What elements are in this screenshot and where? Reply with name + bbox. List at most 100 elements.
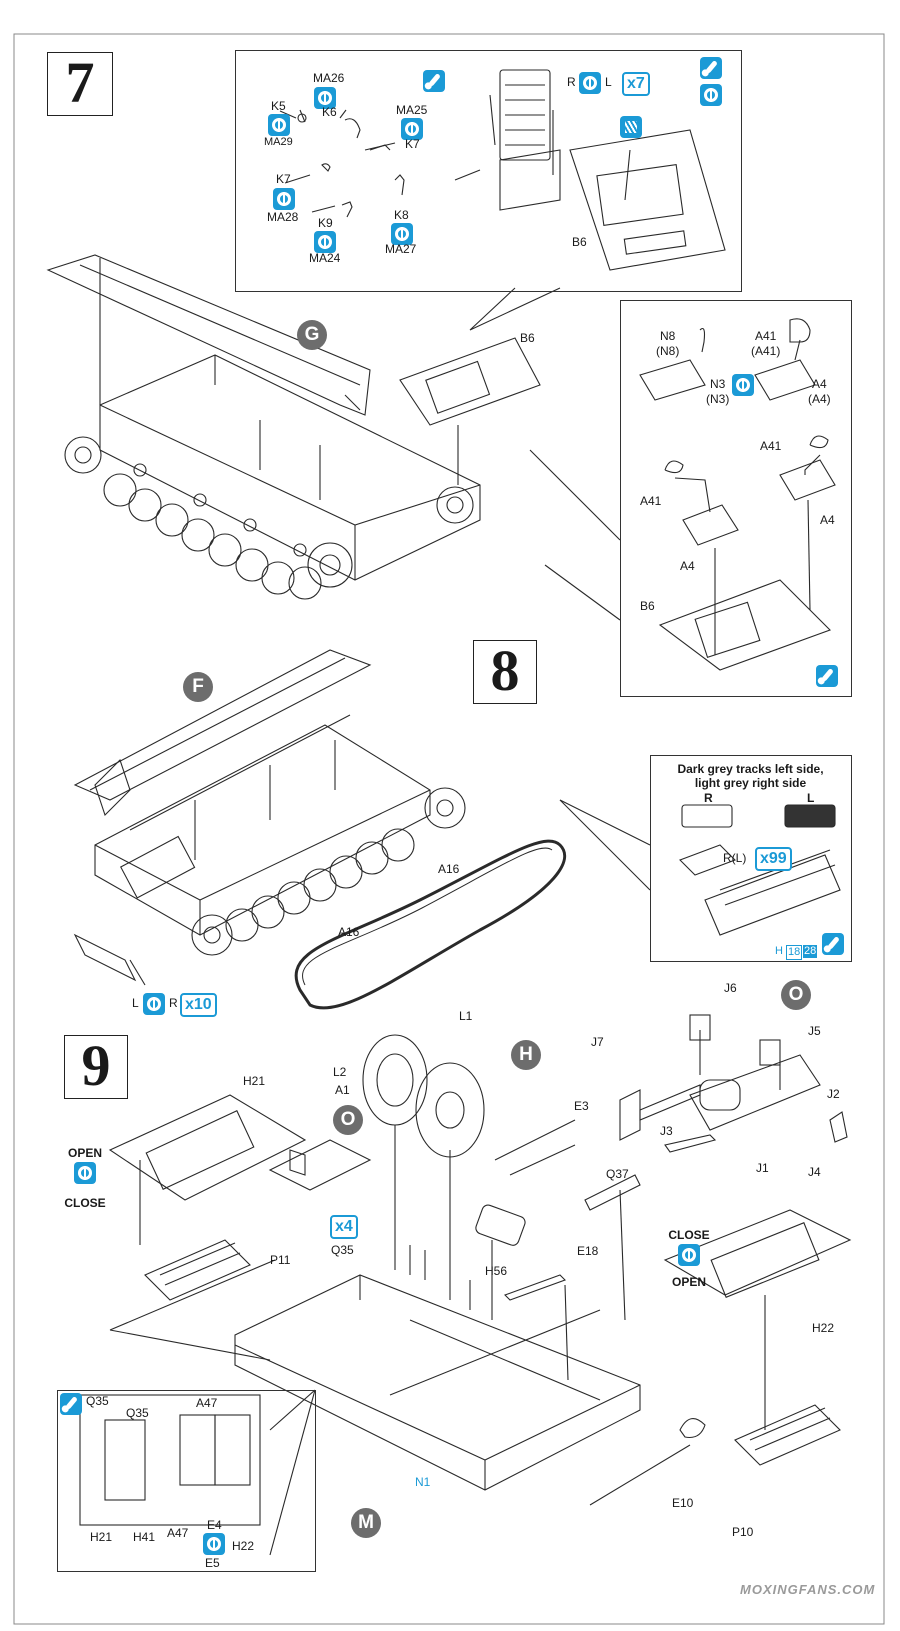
quantity-badge-x99: x99 [755, 847, 792, 871]
part-p11: P11 [270, 1253, 291, 1267]
part-k6: K6 [322, 105, 337, 119]
part-ma28: MA28 [267, 210, 299, 224]
part-a4p: (A4) [808, 392, 831, 406]
close-label-left: CLOSE [64, 1196, 106, 1210]
part-j2: J2 [827, 1087, 840, 1101]
rotate-icon [391, 223, 413, 245]
part-q35: Q35 [331, 1243, 354, 1257]
part-j5: J5 [808, 1024, 821, 1038]
rotate-icon [74, 1162, 96, 1184]
part-a41-r: A41 [760, 439, 782, 453]
part-a41p: (A41) [751, 344, 781, 358]
rear-deck-detail-inset [57, 1390, 316, 1572]
rotate-icon [314, 231, 336, 253]
detail-q35-b: Q35 [126, 1406, 149, 1420]
detail-a47-a: A47 [196, 1396, 218, 1410]
part-q37: Q37 [606, 1167, 629, 1181]
step7-detail-callout [235, 50, 742, 292]
part-l2: L2 [333, 1065, 347, 1079]
part-a41: A41 [755, 329, 777, 343]
cement-icon [700, 57, 722, 79]
track-l-label: L [807, 791, 815, 805]
part-ma29: MA29 [264, 136, 293, 148]
rotate-icon [273, 188, 295, 210]
rotate-icon [732, 374, 754, 396]
part-a16-b: A16 [338, 925, 360, 939]
step-number-9: 9 [64, 1035, 128, 1099]
part-n8: N8 [660, 329, 676, 343]
detail-q35-a: Q35 [86, 1394, 109, 1408]
part-k7a: K7 [405, 137, 420, 151]
detail-a47-b: A47 [167, 1526, 189, 1540]
quantity-badge-x4: x4 [330, 1215, 358, 1239]
rotate-icon [143, 993, 165, 1015]
rotate-icon [678, 1244, 700, 1266]
part-j1: J1 [756, 1161, 769, 1175]
letter-h-badge: H [511, 1040, 541, 1070]
part-l1: L1 [459, 1009, 473, 1023]
step-number-7: 7 [47, 52, 113, 116]
part-ma26: MA26 [313, 71, 345, 85]
letter-o-badge: O [333, 1105, 363, 1135]
close-label-right: CLOSE [668, 1228, 710, 1242]
part-a16-a: A16 [438, 862, 460, 876]
part-a1: A1 [335, 1083, 350, 1097]
part-a4: A4 [812, 377, 827, 391]
sprue-h18: 18 [786, 945, 803, 960]
open-label-right: OPEN [671, 1275, 706, 1289]
detail-h41: H41 [133, 1530, 156, 1544]
part-h21: H21 [243, 1074, 266, 1088]
part-e3: E3 [574, 1099, 589, 1113]
part-ma25: MA25 [396, 103, 428, 117]
track-color-note: Dark grey tracks left side, light grey r… [677, 762, 824, 790]
track-r-label: R [704, 791, 713, 805]
part-j7: J7 [591, 1035, 604, 1049]
cement-icon [816, 665, 838, 687]
part-p10: P10 [732, 1525, 754, 1539]
quantity-badge-x10: x10 [180, 993, 217, 1017]
part-h56: H56 [485, 1264, 508, 1278]
detail-e5: E5 [205, 1556, 220, 1570]
part-j3: J3 [660, 1124, 673, 1138]
part-rl: R(L) [723, 851, 747, 865]
step7-a4-callout [620, 300, 852, 697]
detail-e4: E4 [207, 1518, 222, 1532]
detail-h22: H22 [232, 1539, 255, 1553]
part-n3p: (N3) [706, 392, 730, 406]
sprue-h28: 28 [803, 945, 818, 958]
rotate-icon [314, 87, 336, 109]
part-ma27: MA27 [385, 242, 417, 256]
letter-o-badge: O [781, 980, 811, 1010]
rotate-icon [579, 72, 601, 94]
part-b6-top: B6 [572, 235, 587, 249]
step-number-8: 8 [473, 640, 537, 704]
part-a41-l: A41 [640, 494, 662, 508]
part-e10: E10 [672, 1496, 694, 1510]
part-a4-r: A4 [820, 513, 835, 527]
cement-icon [822, 933, 844, 955]
quantity-badge-x7: x7 [622, 72, 650, 96]
detail-h21: H21 [90, 1530, 113, 1544]
part-h22: H22 [812, 1321, 835, 1335]
part-ma24: MA24 [309, 251, 341, 265]
part-track-l: L [132, 996, 139, 1010]
cement-icon [60, 1393, 82, 1415]
part-b6-low: B6 [640, 599, 655, 613]
part-k7b: K7 [276, 172, 291, 186]
part-r: R [567, 75, 576, 89]
part-b6-mid: B6 [520, 331, 535, 345]
letter-g-badge: G [297, 320, 327, 350]
open-label-left: OPEN [67, 1146, 102, 1160]
site-watermark: MOXINGFANS.COM [740, 1582, 876, 1597]
part-k8: K8 [394, 208, 409, 222]
track-callout [650, 755, 852, 962]
part-k5: K5 [271, 99, 286, 113]
part-track-r: R [169, 996, 178, 1010]
rotate-icon [401, 118, 423, 140]
paint-stripe-icon [620, 116, 642, 138]
letter-m-badge: M [351, 1508, 381, 1538]
rotate-icon [700, 84, 722, 106]
part-j4: J4 [808, 1165, 821, 1179]
part-n1: N1 [415, 1475, 431, 1489]
rotate-icon [268, 114, 290, 136]
